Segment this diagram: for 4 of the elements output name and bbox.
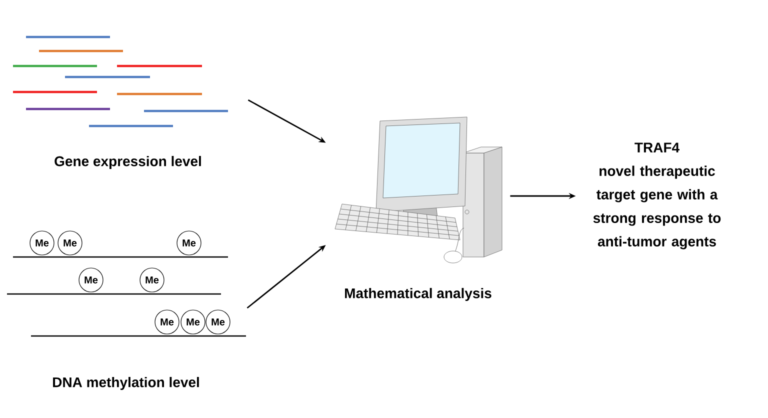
caption-text: Mathematical analysis (345, 288, 492, 301)
result-text: TRAF4 novel therapeutic target gene with a strong response to anti-tumor agents (593, 142, 721, 250)
caption-text: DNA methylation level (53, 376, 199, 390)
caption-text: Gene expression level (54, 156, 201, 169)
